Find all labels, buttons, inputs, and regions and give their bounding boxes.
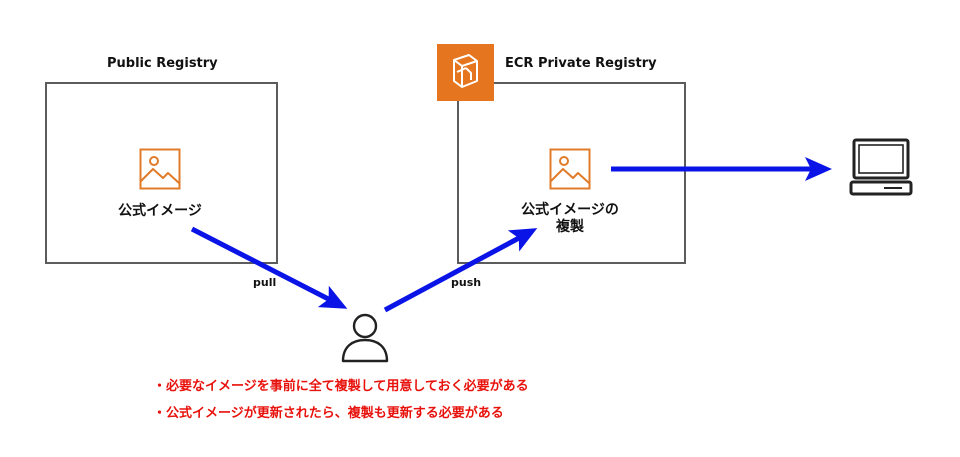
image-icon bbox=[139, 148, 181, 190]
public-registry-box bbox=[45, 82, 278, 264]
private-image-label-line2: 複製 bbox=[556, 219, 584, 235]
pull-arrow bbox=[190, 226, 348, 309]
private-registry-title: ECR Private Registry bbox=[505, 56, 657, 71]
push-arrow bbox=[383, 228, 538, 313]
pull-label: pull bbox=[253, 276, 277, 289]
user-icon bbox=[341, 313, 389, 363]
private-registry-box bbox=[457, 82, 686, 264]
image-icon bbox=[549, 148, 591, 190]
public-image-label: 公式イメージ bbox=[118, 203, 202, 219]
aws-ecr-icon bbox=[437, 44, 494, 101]
note-item: ・必要なイメージを事前に全て複製して用意しておく必要がある bbox=[153, 379, 529, 394]
private-image-label-line1: 公式イメージの bbox=[521, 202, 619, 218]
push-label: push bbox=[451, 276, 482, 289]
public-registry-title: Public Registry bbox=[107, 56, 218, 71]
computer-icon bbox=[849, 138, 913, 196]
private-image-label: 公式イメージの 複製 bbox=[500, 202, 640, 236]
note-item: ・公式イメージが更新されたら、複製も更新する必要がある bbox=[153, 406, 504, 421]
